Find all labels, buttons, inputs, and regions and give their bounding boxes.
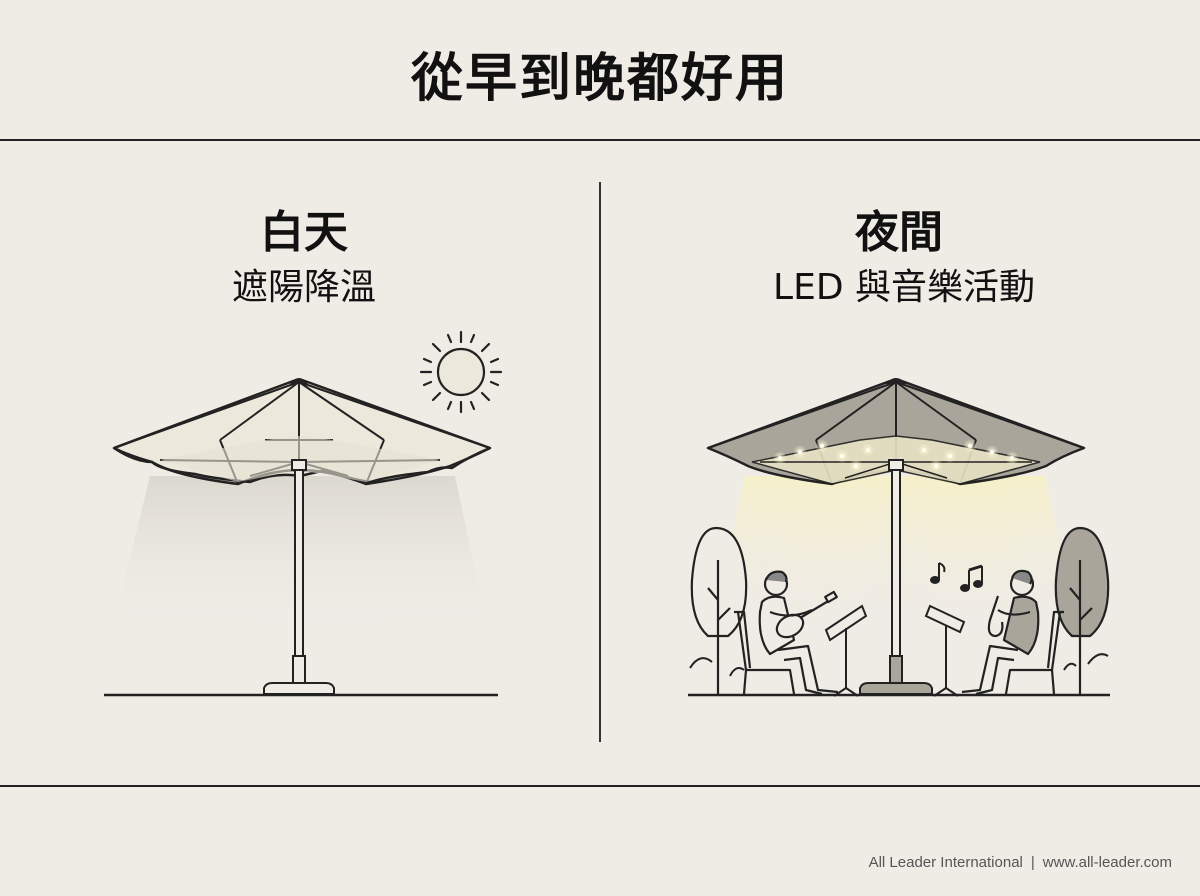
footer-company: All Leader International (868, 854, 1023, 871)
music-notes-icon (930, 562, 983, 592)
guitarist-icon (734, 570, 839, 696)
music-stand-right-icon (924, 604, 966, 697)
night-umbrella (706, 378, 1086, 695)
night-subtitle: LED 與音樂活動 (773, 267, 1035, 308)
day-subtitle: 遮陽降溫 (231, 267, 376, 308)
saxophonist-icon (961, 569, 1064, 696)
sun-icon (419, 330, 503, 414)
footer-website: www.all-leader.com (1042, 854, 1172, 871)
footer: All Leader International | www.all-leader.… (869, 854, 1172, 871)
night-title: 夜間 (855, 207, 943, 258)
top-divider (0, 139, 1200, 141)
bottom-divider (0, 785, 1200, 787)
tree-right-icon (1054, 526, 1110, 695)
grass-icon (689, 653, 1109, 677)
day-umbrella (110, 378, 492, 695)
day-title: 白天 (260, 207, 348, 258)
tree-left-icon (690, 526, 748, 695)
center-divider (599, 182, 601, 742)
footer-separator: | (1030, 854, 1035, 871)
page-title: 從早到晚都好用 (410, 49, 789, 109)
